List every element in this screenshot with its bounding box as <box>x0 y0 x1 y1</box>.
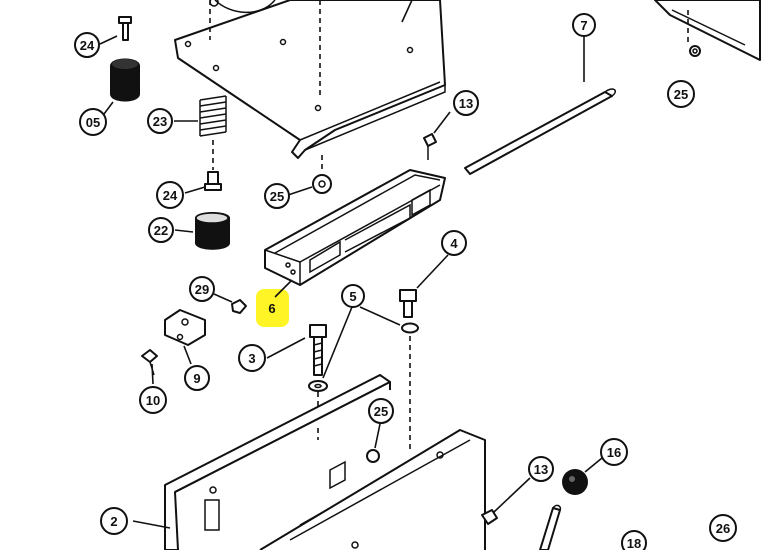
callout-circle <box>572 13 596 37</box>
callout-number: 2 <box>110 514 117 529</box>
callout-c26: 26 <box>709 514 737 542</box>
callout-circle <box>453 90 479 116</box>
callout-number: 7 <box>580 18 587 33</box>
callout-number: 23 <box>153 114 167 129</box>
screw-13-top <box>423 111 451 160</box>
callout-c25a: 25 <box>264 183 290 209</box>
callout-c25c: 25 <box>368 398 394 424</box>
callout-c23: 23 <box>147 108 173 134</box>
washer-5-left <box>308 380 328 440</box>
screw-24-middle <box>184 171 222 194</box>
corner-bracket-upper-right <box>654 0 761 61</box>
callout-c18: 18 <box>621 530 647 550</box>
top-mounting-plate <box>174 0 446 159</box>
callout-circle <box>667 80 695 108</box>
callout-c13b: 13 <box>528 456 554 482</box>
screw-24-top <box>99 16 132 45</box>
callout-number: 18 <box>627 536 641 550</box>
leader-6 <box>274 279 293 298</box>
callout-number: 24 <box>80 38 95 53</box>
bolt-3 <box>266 324 327 376</box>
callout-c2: 2 <box>100 507 128 535</box>
callout-circle <box>147 108 173 134</box>
callout-number: 25 <box>270 189 284 204</box>
callout-c25b: 25 <box>667 80 695 108</box>
callout-c24a: 24 <box>74 32 100 58</box>
callout-c6: 6 <box>268 301 275 316</box>
callout-c24b: 24 <box>156 181 184 209</box>
screw-10 <box>141 349 158 385</box>
callout-circle <box>600 438 628 466</box>
callout-number: 22 <box>154 223 168 238</box>
callout-circle <box>100 507 128 535</box>
nut-25-top <box>287 155 332 196</box>
callout-circle <box>238 344 266 372</box>
bolt-4 <box>399 254 449 318</box>
callout-number: 16 <box>607 445 621 460</box>
callout-c13a: 13 <box>453 90 479 116</box>
rod-26-area <box>539 504 562 550</box>
callout-circle <box>621 530 647 550</box>
callout-circle <box>189 276 215 302</box>
callout-circle <box>148 217 174 243</box>
callout-circle <box>79 108 107 136</box>
callout-c29: 29 <box>189 276 215 302</box>
callout-number: 10 <box>146 393 160 408</box>
callout-number: 6 <box>268 301 275 316</box>
callout-number: 29 <box>195 282 209 297</box>
nut-25-lower <box>366 423 381 463</box>
callout-circle <box>368 398 394 424</box>
leader-5 <box>322 306 401 379</box>
bracket-9 <box>164 309 206 365</box>
callout-c7: 7 <box>572 13 596 37</box>
callout-c4: 4 <box>441 230 467 256</box>
callout-number: 25 <box>674 87 688 102</box>
nut-29 <box>213 293 247 314</box>
callout-labels: 24 05 23 24 22 25 13 7 25 4 29 6 5 3 9 10 25 13 16 2 18 26 <box>74 13 737 550</box>
bracket-6 <box>264 169 446 286</box>
callout-circle <box>341 284 365 308</box>
callout-c10: 10 <box>139 386 167 414</box>
callout-number: 05 <box>86 115 100 130</box>
knob-05 <box>103 58 140 115</box>
callout-c22: 22 <box>148 217 174 243</box>
base-frame-2 <box>132 374 486 550</box>
cap-22 <box>174 212 230 250</box>
callout-number: 26 <box>716 521 730 536</box>
callout-c5: 5 <box>341 284 365 308</box>
callout-number: 5 <box>349 289 356 304</box>
callout-number: 3 <box>248 351 255 366</box>
callout-circle <box>264 183 290 209</box>
callout-circle <box>156 181 184 209</box>
callout-c3: 3 <box>238 344 266 372</box>
callout-circle <box>74 32 100 58</box>
callout-circle <box>139 386 167 414</box>
spring-23 <box>174 95 227 170</box>
callout-c9: 9 <box>184 365 210 391</box>
callout-number: 24 <box>163 188 178 203</box>
rod-7 <box>464 36 617 175</box>
callout-circle <box>441 230 467 256</box>
callout-number: 13 <box>534 462 548 477</box>
callout-circle <box>528 456 554 482</box>
callout-c05: 05 <box>79 108 107 136</box>
callout-circle <box>709 514 737 542</box>
washer-5-right <box>401 322 419 450</box>
callout-number: 13 <box>459 96 473 111</box>
callout-circle <box>184 365 210 391</box>
screw-13-lower <box>481 477 531 525</box>
callout-number: 9 <box>193 371 200 386</box>
callout-c16: 16 <box>600 438 628 466</box>
callout-6-highlight <box>256 289 289 327</box>
callout-number: 4 <box>450 236 458 251</box>
knob-16 <box>562 457 603 495</box>
callout-number: 25 <box>374 404 388 419</box>
